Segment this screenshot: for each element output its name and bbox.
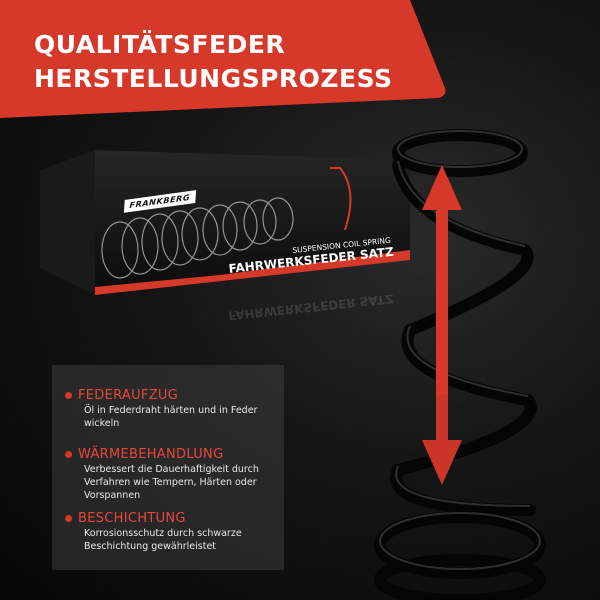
feature-label: BESCHICHTUNG <box>78 511 186 526</box>
bullet-dot-icon <box>65 451 72 458</box>
coil-spring-image <box>374 129 546 600</box>
header-banner <box>0 0 446 118</box>
bullet-dot-icon <box>65 392 72 399</box>
feature-description: Öl in Federdraht härten und in Feder wic… <box>84 405 258 429</box>
feature-item-waermebehandlung: WÄRMEBEHANDLUNG Verbessert die Dauerhaft… <box>64 447 279 502</box>
feature-description: Korrosionsschutz durch schwarze Beschich… <box>84 528 242 552</box>
product-box <box>40 150 410 295</box>
arrow-up-icon <box>422 165 462 395</box>
headline: QUALITÄTSFEDER HERSTELLUNGSPROZESS <box>34 28 393 96</box>
headline-line-1: QUALITÄTSFEDER <box>34 30 286 59</box>
feature-item-beschichtung: BESCHICHTUNG Korrosionsschutz durch schw… <box>64 511 279 553</box>
bullet-dot-icon <box>65 515 72 522</box>
feature-item-federaufzug: FEDERAUFZUG Öl in Federdraht härten und … <box>64 388 279 430</box>
headline-line-2: HERSTELLUNGSPROZESS <box>34 64 393 93</box>
features-panel <box>52 365 284 570</box>
feature-label: WÄRMEBEHANDLUNG <box>78 447 224 462</box>
feature-description: Verbessert die Dauerhaftigkeit durch Ver… <box>84 464 259 501</box>
arrow-down-icon <box>422 305 462 485</box>
feature-label: FEDERAUFZUG <box>78 388 179 403</box>
